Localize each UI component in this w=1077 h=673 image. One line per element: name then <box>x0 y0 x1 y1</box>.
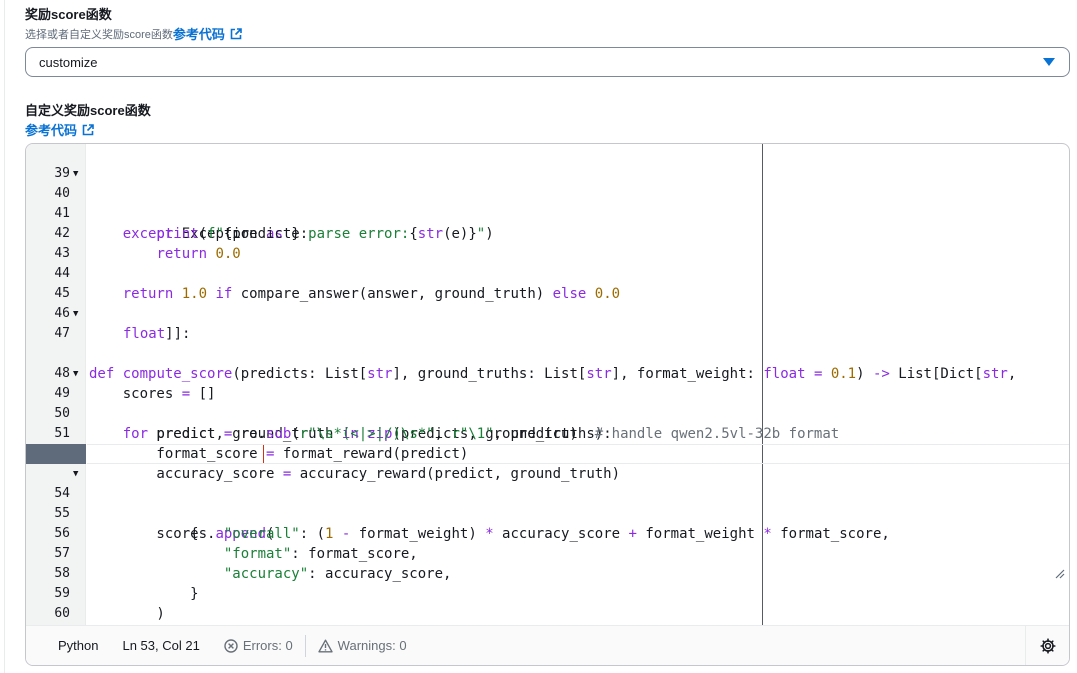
custom-score-title: 自定义奖励score函数 <box>25 103 151 118</box>
code-line: 55 "overall": (1 - format_weight) * accu… <box>26 484 1069 542</box>
external-link-icon <box>82 123 94 135</box>
page-left-border <box>4 0 5 673</box>
status-divider <box>304 634 306 657</box>
status-errors[interactable]: Errors: 0 <box>224 638 293 653</box>
code-line: 61 return scores <box>26 604 1069 624</box>
code-line: 43 <box>26 224 1069 261</box>
code-line: 57 "accuracy": accuracy_score, <box>26 524 1069 582</box>
code-line: 47 ▼ def compute_score(predicts: List[st… <box>26 304 1069 382</box>
code-line: 48 scores = [] <box>26 344 1069 402</box>
code-line: 58 } <box>26 544 1069 602</box>
fold-arrow-icon[interactable]: ▼ <box>73 169 79 179</box>
gear-icon <box>1039 638 1056 654</box>
resize-handle-icon[interactable] <box>1055 569 1065 579</box>
line-number: 58 <box>54 566 70 581</box>
status-language[interactable]: Python <box>58 638 99 653</box>
line-number: 46 <box>54 306 70 321</box>
code-line: 46 <box>26 284 1069 321</box>
status-warnings[interactable]: Warnings: 0 <box>317 638 407 653</box>
line-number: 41 <box>54 206 70 221</box>
code-line: 49 ▼ for predict, ground_truth in zip(pr… <box>26 364 1069 442</box>
line-number: 54 <box>54 486 70 501</box>
code-line: 45 <box>26 264 1069 301</box>
line-number-gutter <box>26 144 86 625</box>
line-number: 44 <box>54 266 70 281</box>
custom-ref-code-row: 参考代码 <box>25 120 94 139</box>
caret-down-icon <box>1043 58 1055 66</box>
code-line: 41 print(f"{predict} parse error:{str(e)… <box>26 184 1069 242</box>
settings-button[interactable] <box>1025 626 1069 665</box>
status-cursor-position: Ln 53, Col 21 <box>122 638 200 653</box>
error-circle-icon <box>224 638 238 653</box>
line-number: 47 <box>54 326 70 341</box>
line-number: 56 <box>54 526 70 541</box>
reward-function-select[interactable]: customize <box>25 47 1070 77</box>
line-number: 57 <box>54 546 70 561</box>
code-editor[interactable]: 39 40 ▼ except Exception as e: 41 print(… <box>25 143 1070 666</box>
code-lines[interactable]: 39 40 ▼ except Exception as e: 41 print(… <box>26 144 1069 624</box>
fold-arrow-icon[interactable]: ▼ <box>73 309 79 319</box>
line-number: 49 <box>54 386 70 401</box>
code-line: 51 format_score = format_reward(predict) <box>26 404 1069 462</box>
external-link-icon <box>230 27 242 39</box>
reward-score-title: 奖励score函数 <box>25 7 112 22</box>
reward-score-description-text: 选择或者自定义奖励score函数 <box>25 28 173 41</box>
line-number: 50 <box>54 406 70 421</box>
line-number: 45 <box>54 286 70 301</box>
reward-ref-code-link[interactable]: 参考代码 <box>173 24 242 43</box>
line-number: 51 <box>54 426 70 441</box>
code-line: 52 accuracy_score = accuracy_reward(pred… <box>26 424 1069 482</box>
code-line: 54 ▼ { <box>26 464 1069 542</box>
reward-function-select-value: customize <box>39 54 98 70</box>
editor-status-bar: Python Ln 53, Col 21 Errors: 0 Warnings:… <box>26 625 1069 665</box>
line-number: 59 <box>54 586 70 601</box>
line-number: 55 <box>54 506 70 521</box>
fold-arrow-icon[interactable]: ▼ <box>73 369 79 379</box>
line-number: 53 <box>54 506 70 521</box>
code-line-active: 53 scores.append( <box>26 444 1069 542</box>
line-number: 48 <box>54 366 70 381</box>
custom-ref-code-label: 参考代码 <box>25 123 78 138</box>
line-number: 60 <box>54 606 70 621</box>
active-line-number-bg <box>26 444 86 464</box>
code-line: 50 predict = re.sub(r"\s*(<|>|/)\s*", r"… <box>26 384 1069 442</box>
line-number: 42 <box>54 226 70 241</box>
code-area[interactable]: 39 40 ▼ except Exception as e: 41 print(… <box>26 144 1069 625</box>
reward-ref-code-label: 参考代码 <box>172 27 225 42</box>
line-number: 39 <box>54 166 70 181</box>
status-warnings-label: Warnings: 0 <box>337 638 407 653</box>
code-line: 42 return 0.0 <box>26 204 1069 262</box>
reward-score-description: 选择或者自定义奖励score函数 参考代码 <box>25 24 242 43</box>
code-line: 56 "format": format_score, <box>26 504 1069 562</box>
code-line: 40 ▼ except Exception as e: <box>26 164 1069 242</box>
line-number: 40 <box>54 186 70 201</box>
status-errors-label: Errors: 0 <box>242 638 293 653</box>
custom-ref-code-link[interactable]: 参考代码 <box>25 120 94 139</box>
print-margin <box>762 144 763 625</box>
code-line: 60 <box>26 584 1069 621</box>
warning-triangle-icon <box>317 639 333 652</box>
active-line-highlight <box>87 444 1069 464</box>
code-line: 39 <box>26 144 1069 181</box>
text-cursor <box>263 445 264 463</box>
line-number: 43 <box>54 246 70 261</box>
fold-arrow-icon[interactable]: ▼ <box>73 469 79 479</box>
code-line: 44 return 1.0 if compare_answer(answer, … <box>26 244 1069 302</box>
code-line: 59 ) <box>26 564 1069 622</box>
